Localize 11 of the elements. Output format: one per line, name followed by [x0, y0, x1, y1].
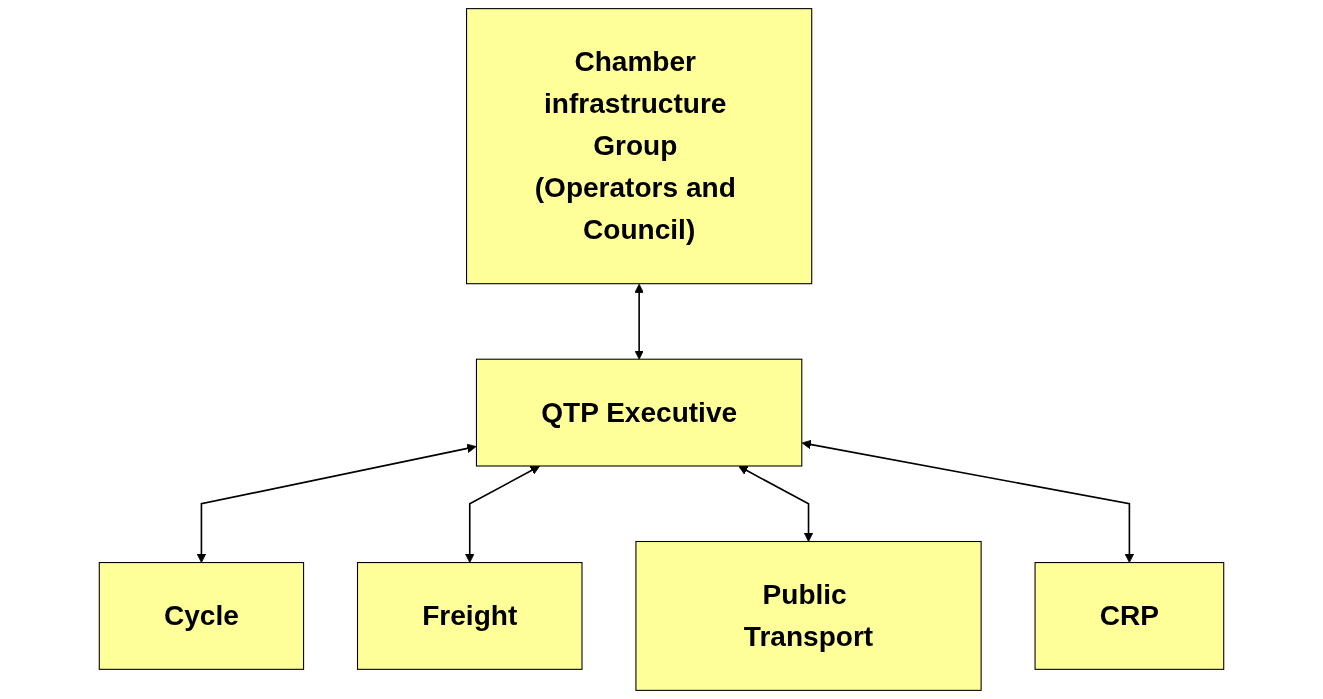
arrow [634, 283, 644, 360]
node-box: Public Transport [635, 540, 982, 691]
arrow [801, 439, 1135, 563]
node-box: QTP Executive [475, 358, 803, 467]
node-box: Freight [356, 562, 583, 670]
arrow [196, 443, 477, 563]
node-box: Cycle [98, 562, 305, 670]
arrow [465, 465, 540, 563]
node-box: CRP [1034, 562, 1225, 670]
node-box: Chamber infrastructure Group (Operators and Council) [466, 8, 813, 285]
arrow [738, 465, 814, 542]
